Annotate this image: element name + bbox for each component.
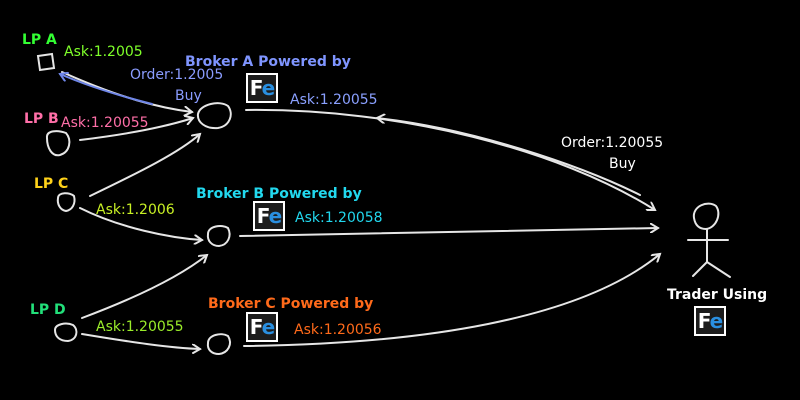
lp-d-label: LP D (30, 302, 66, 318)
trader-fe-logo: Fe (694, 306, 726, 336)
broker-c-ask: Ask:1.20056 (294, 322, 382, 338)
arrow-brokerb-to-trader (239, 228, 658, 237)
broker-a-title: Broker A Powered by (185, 54, 351, 70)
logo-letter-f: F (249, 76, 263, 100)
broker-b-ask: Ask:1.20058 (295, 210, 383, 226)
arrow-lpd-to-brokerb (81, 255, 207, 319)
lp-c-label: LP C (34, 176, 69, 192)
arrow-lpc-to-brokera (89, 134, 200, 197)
broker-a-fe-logo: Fe (246, 73, 278, 103)
broker-a-order: Order:1.2005 (130, 67, 224, 83)
broker-b-node (206, 225, 231, 248)
trader-body (687, 228, 731, 278)
lp-a-ask: Ask:1.2005 (64, 44, 143, 60)
lp-b-ask: Ask:1.20055 (61, 115, 149, 131)
arrow-brokerc-to-trader (243, 254, 660, 347)
arrow-lpb-to-brokera (79, 118, 193, 141)
lp-d-node (53, 322, 78, 343)
broker-b-fe-logo: Fe (253, 201, 285, 231)
broker-c-fe-logo: Fe (246, 312, 278, 342)
lp-a-node (36, 52, 56, 72)
arrow-brokera-order-to-lpa (60, 74, 153, 105)
arrow-lpd-to-brokerc (81, 333, 200, 349)
arrow-lpc-to-brokerb (79, 207, 202, 240)
logo-letter-f: F (697, 309, 711, 333)
trader-head (692, 202, 720, 231)
trader-order-side: Buy (609, 156, 636, 172)
lp-b-node (46, 130, 71, 157)
arrow-trader-to-brokera (377, 118, 641, 196)
broker-a-order-side: Buy (175, 88, 202, 104)
arrow-brokera-to-trader (245, 108, 655, 210)
broker-a-ask: Ask:1.20055 (290, 92, 378, 108)
broker-c-title: Broker C Powered by (208, 296, 374, 312)
broker-b-title: Broker B Powered by (196, 186, 362, 202)
lp-c-node (56, 192, 76, 213)
lp-b-label: LP B (24, 111, 59, 127)
logo-letter-e: e (709, 309, 724, 333)
trader-label: Trader Using (667, 287, 768, 303)
logo-letter-e: e (261, 315, 276, 339)
lp-c-ask: Ask:1.2006 (96, 202, 175, 218)
broker-c-node (206, 333, 231, 356)
trader-order: Order:1.20055 (561, 135, 664, 151)
logo-letter-f: F (249, 315, 263, 339)
lp-d-ask: Ask:1.20055 (96, 319, 184, 335)
logo-letter-e: e (268, 204, 283, 228)
lp-a-label: LP A (22, 32, 57, 48)
logo-letter-e: e (261, 76, 276, 100)
broker-a-node (196, 102, 232, 130)
logo-letter-f: F (256, 204, 270, 228)
